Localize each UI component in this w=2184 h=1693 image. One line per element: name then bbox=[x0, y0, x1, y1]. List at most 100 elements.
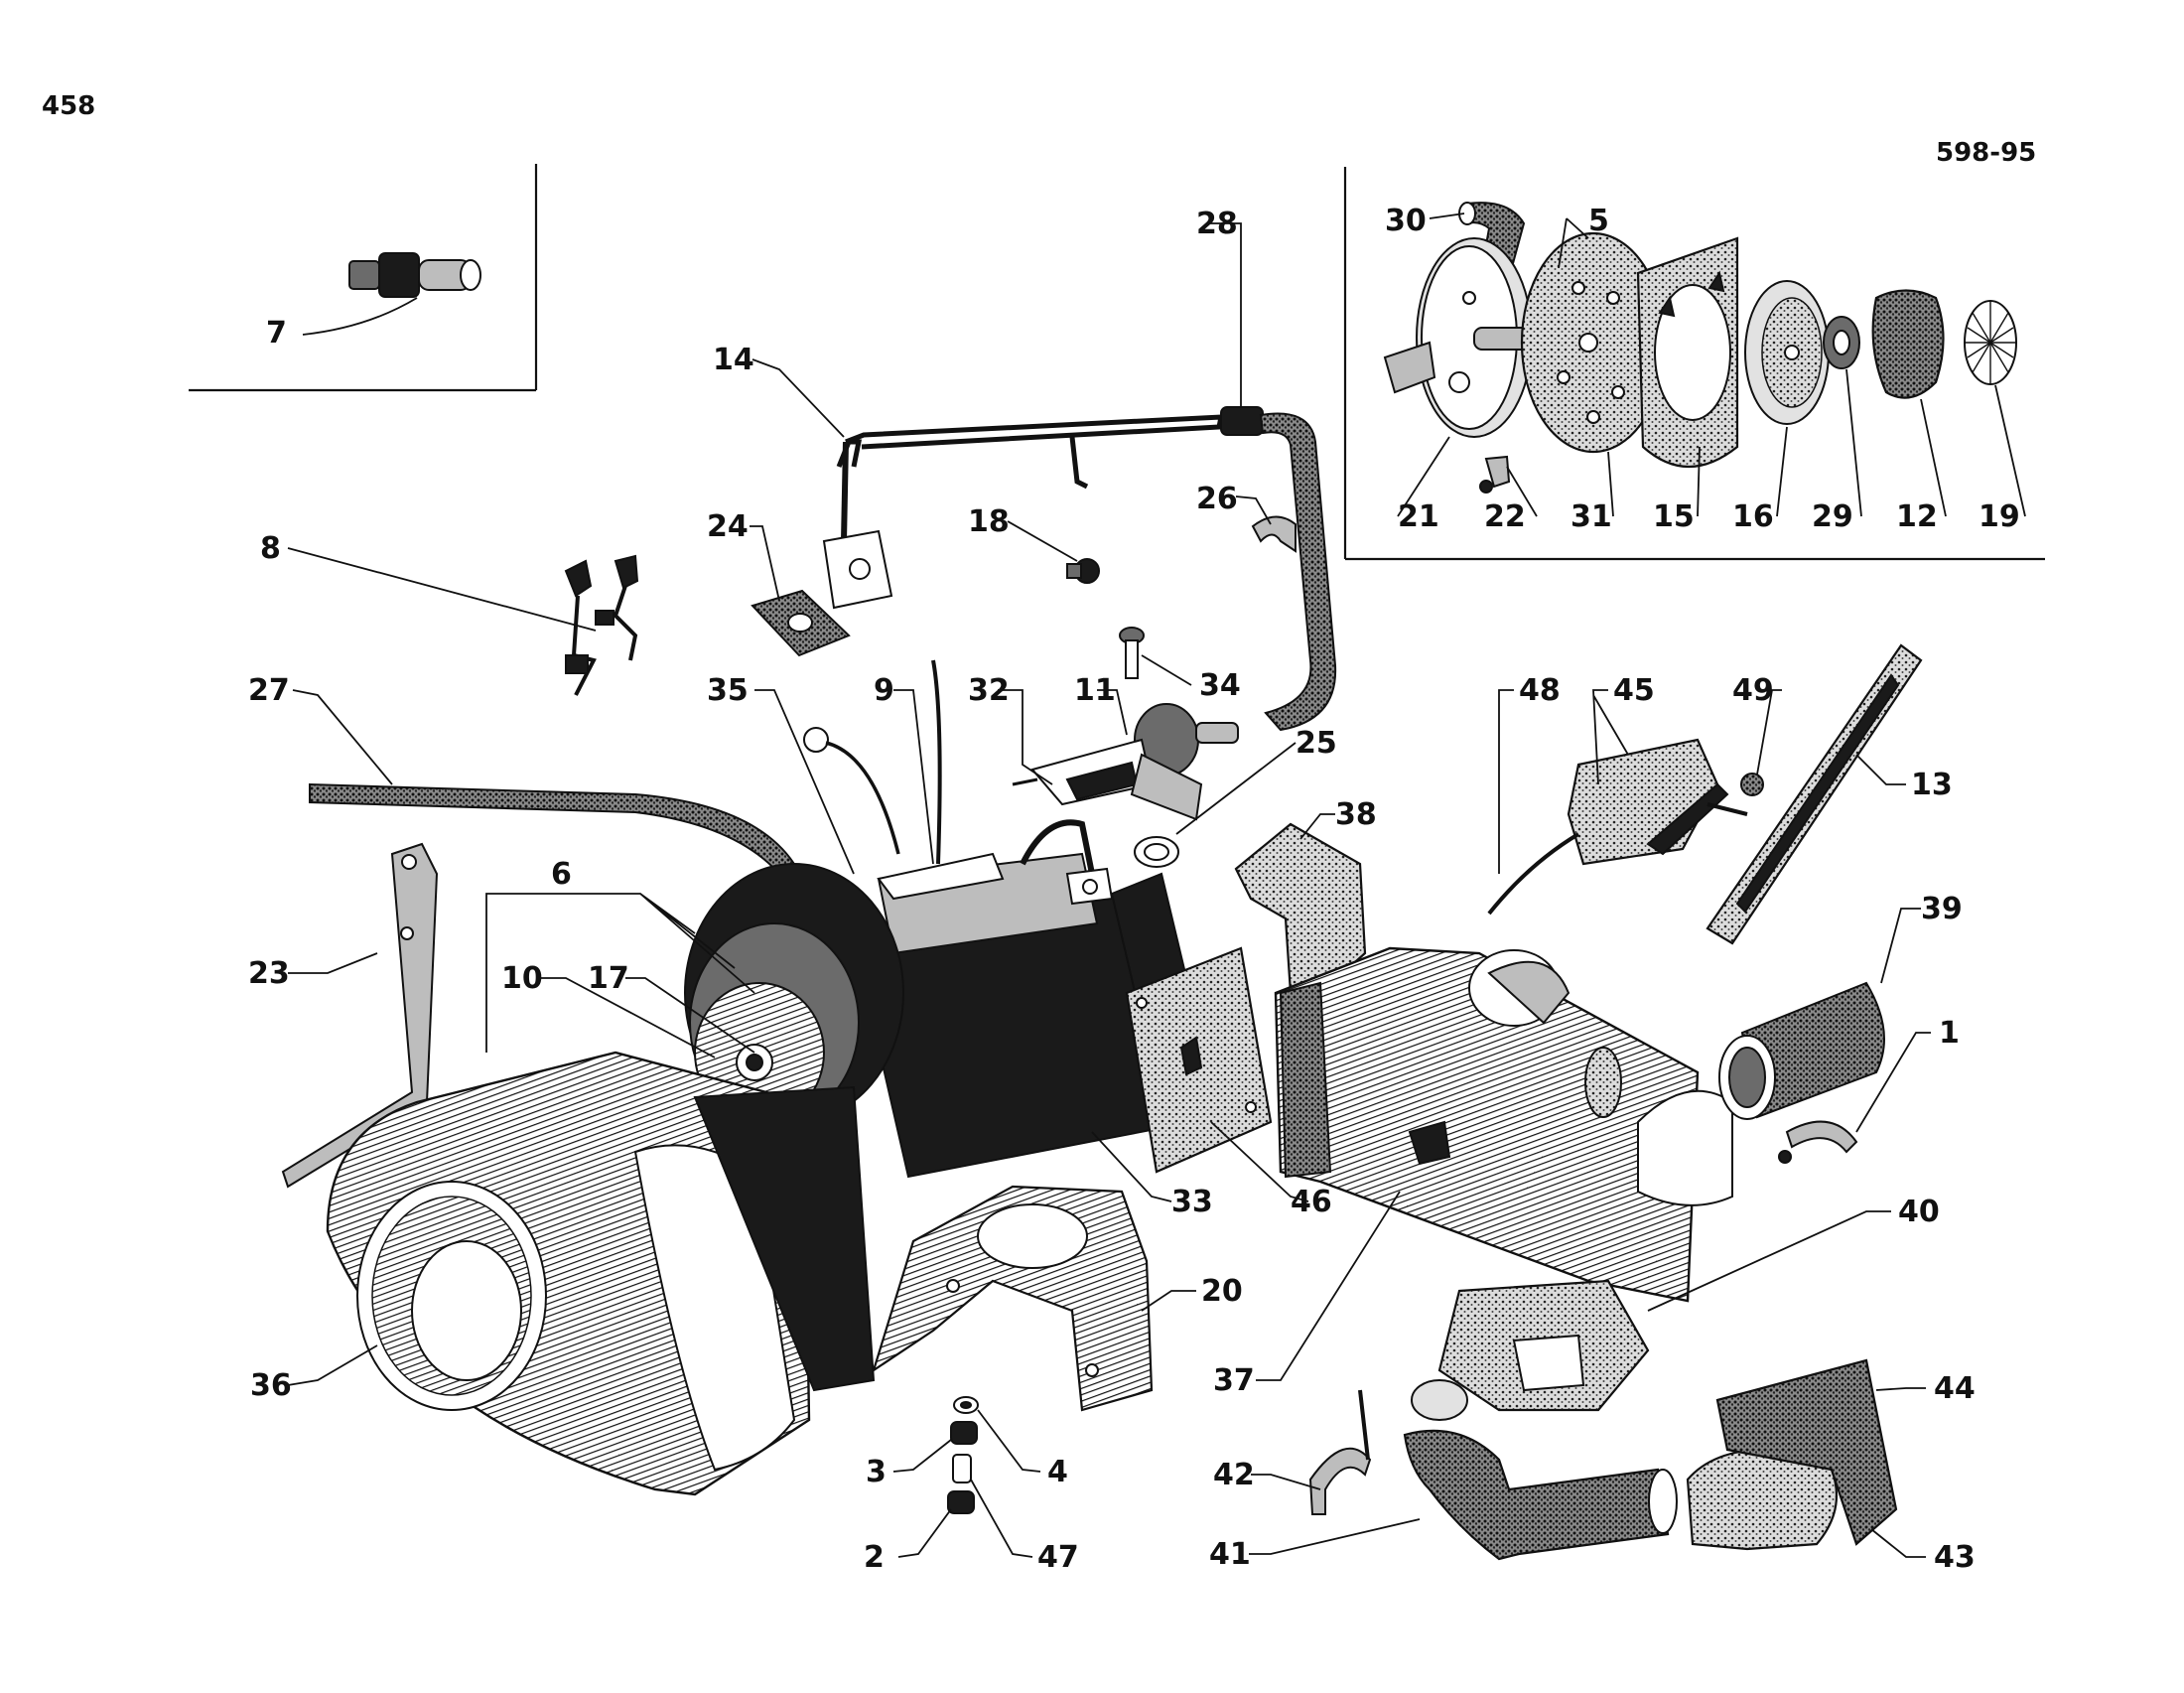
label-15: 15 bbox=[1653, 499, 1695, 534]
leader-22 bbox=[1506, 466, 1538, 517]
label-12: 12 bbox=[1896, 499, 1938, 534]
leader-40 bbox=[1647, 1210, 1891, 1312]
label-26: 26 bbox=[1196, 482, 1238, 516]
label-43: 43 bbox=[1934, 1540, 1976, 1575]
leader-17 bbox=[625, 977, 755, 1054]
label-22: 22 bbox=[1484, 499, 1526, 534]
part-48-cable bbox=[1487, 832, 1580, 916]
label-46: 46 bbox=[1291, 1185, 1332, 1219]
leader-45 bbox=[1592, 689, 1629, 785]
leader-3 bbox=[892, 1439, 952, 1473]
label-10: 10 bbox=[501, 961, 543, 996]
label-11: 11 bbox=[1074, 673, 1116, 708]
label-7: 7 bbox=[266, 316, 287, 351]
leader-34 bbox=[1141, 654, 1192, 686]
label-23: 23 bbox=[248, 956, 290, 991]
leader-25 bbox=[1175, 742, 1297, 835]
leader-42 bbox=[1251, 1474, 1321, 1490]
part-49-ball bbox=[1740, 773, 1764, 796]
leader-12 bbox=[1920, 398, 1947, 517]
leader-8 bbox=[287, 547, 597, 632]
part-12-housing bbox=[1871, 289, 1945, 399]
label-8: 8 bbox=[260, 531, 281, 566]
part-8-connectors bbox=[564, 554, 639, 696]
part-13-grille bbox=[1706, 643, 1923, 945]
label-18: 18 bbox=[968, 504, 1010, 539]
leader-37 bbox=[1256, 1191, 1401, 1381]
label-41: 41 bbox=[1209, 1537, 1251, 1572]
label-39: 39 bbox=[1921, 892, 1963, 926]
part-39-tube bbox=[1718, 981, 1885, 1120]
leader-2 bbox=[897, 1508, 952, 1558]
label-19: 19 bbox=[1979, 499, 2020, 534]
part-21-valve-plate bbox=[1383, 237, 1535, 438]
label-37: 37 bbox=[1213, 1363, 1255, 1398]
leader-33 bbox=[1091, 1131, 1172, 1202]
label-27: 27 bbox=[248, 673, 290, 708]
label-1: 1 bbox=[1939, 1016, 1960, 1051]
label-2: 2 bbox=[864, 1540, 885, 1575]
part-26-clip bbox=[1251, 515, 1297, 553]
leader-29 bbox=[1845, 368, 1862, 517]
label-6: 6 bbox=[551, 857, 572, 892]
part-24-gasket bbox=[751, 589, 851, 657]
leader-10 bbox=[541, 977, 716, 1058]
part-45-control-unit bbox=[1567, 738, 1748, 866]
leader-27 bbox=[292, 689, 393, 785]
label-4: 4 bbox=[1047, 1455, 1068, 1489]
page-number: 458 bbox=[42, 91, 95, 121]
label-33: 33 bbox=[1171, 1185, 1213, 1219]
part-1-clamp bbox=[1778, 1120, 1858, 1164]
part-19-spoked-cover bbox=[1964, 300, 2017, 385]
leader-39 bbox=[1880, 908, 1921, 984]
label-20: 20 bbox=[1201, 1274, 1243, 1309]
leader-21 bbox=[1397, 436, 1450, 517]
label-30: 30 bbox=[1385, 204, 1427, 238]
leader-32 bbox=[998, 689, 1053, 785]
label-48: 48 bbox=[1519, 673, 1561, 708]
part-14-pipe bbox=[822, 414, 1225, 610]
part-37-duct-body bbox=[1274, 946, 1733, 1303]
leader-48 bbox=[1498, 689, 1514, 874]
leader-30 bbox=[1429, 212, 1465, 219]
label-21: 21 bbox=[1398, 499, 1439, 534]
label-45: 45 bbox=[1613, 673, 1655, 708]
leader-49 bbox=[1756, 689, 1782, 776]
label-13: 13 bbox=[1911, 768, 1953, 802]
leader-38 bbox=[1299, 813, 1335, 840]
leader-47 bbox=[970, 1479, 1033, 1558]
label-31: 31 bbox=[1570, 499, 1612, 534]
part-42-clip bbox=[1308, 1389, 1372, 1515]
label-17: 17 bbox=[588, 961, 629, 996]
part-18-screw bbox=[1066, 558, 1100, 584]
leader-18 bbox=[1007, 520, 1078, 562]
label-5: 5 bbox=[1588, 204, 1609, 238]
label-25: 25 bbox=[1296, 726, 1337, 761]
label-35: 35 bbox=[707, 673, 749, 708]
label-44: 44 bbox=[1934, 1371, 1976, 1406]
leader-20 bbox=[1141, 1290, 1196, 1312]
part-40-outlet bbox=[1411, 1279, 1650, 1421]
label-24: 24 bbox=[707, 509, 749, 544]
part-46-flap-plate bbox=[1125, 946, 1273, 1174]
part-11-valve bbox=[1012, 703, 1239, 821]
label-38: 38 bbox=[1335, 797, 1377, 832]
label-28: 28 bbox=[1196, 207, 1238, 241]
part-31-plate bbox=[1520, 231, 1667, 454]
leader-31 bbox=[1607, 451, 1614, 517]
leader-16 bbox=[1776, 426, 1788, 517]
leader-7 bbox=[302, 297, 418, 336]
part-heater-box bbox=[852, 819, 1218, 1179]
leader-5 bbox=[1558, 217, 1589, 269]
part-2-nut bbox=[947, 1490, 975, 1514]
leader-26 bbox=[1235, 495, 1272, 525]
label-34: 34 bbox=[1199, 668, 1241, 703]
part-29-cap bbox=[1823, 316, 1860, 369]
inset-frame-top-right bbox=[1343, 167, 2045, 561]
part-41-hose bbox=[1403, 1429, 1678, 1561]
label-49: 49 bbox=[1732, 673, 1774, 708]
leader-11 bbox=[1097, 689, 1128, 736]
label-32: 32 bbox=[968, 673, 1010, 708]
part-44-vent-frame bbox=[1715, 1358, 1898, 1546]
